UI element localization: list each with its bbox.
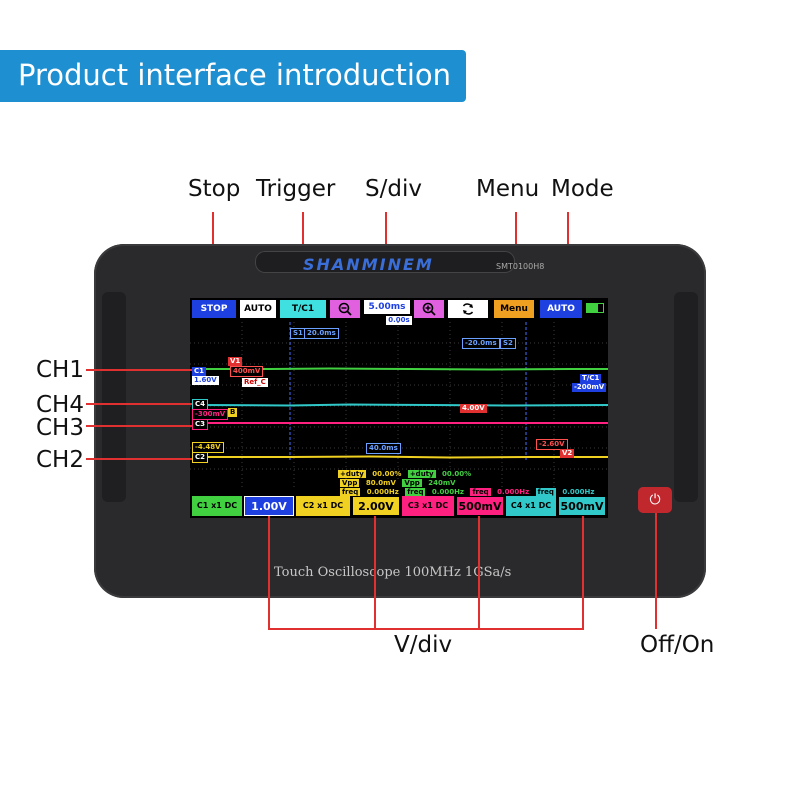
refresh-icon [462,303,474,315]
callout-offon: Off/On [640,632,715,658]
callout-line-vdiv-ch2 [374,516,376,630]
callout-line-ch4 [86,403,192,405]
cursor-delta-time: 40.0ms [366,443,401,454]
trigger-button[interactable]: T/C1 [280,300,326,318]
zoom-out-icon [338,302,352,316]
ch2-settings-button[interactable]: C2 x1 DC [296,496,350,516]
oscilloscope-screen: STOP AUTO T/C1 5.00ms 0.00s Menu AUTO [190,298,608,518]
ch1-offset: 1.60V [192,376,219,385]
device-brand: SHANMINEM [303,255,434,274]
device-right-panel [674,292,698,502]
callout-ch3: CH3 [36,415,84,441]
ch1-marker[interactable]: C1 [192,367,207,376]
ch3-marker[interactable]: C3 [192,419,209,430]
callout-line-vdiv-ch3 [478,516,480,630]
auto-trigger-button[interactable]: AUTO [240,300,276,318]
callout-ch1: CH1 [36,357,84,383]
measurement-row: +duty 00.00% +duty 00.00% [338,470,476,478]
ch1-waveform [202,367,608,371]
ch4-scale-button[interactable]: 500mV [558,496,606,516]
cursor-v2-label[interactable]: V2 [560,449,575,458]
ch1-scale-button[interactable]: 1.00V [244,496,294,516]
callout-line-vdiv-base [268,628,584,630]
reference-label: Ref_C [242,378,268,387]
ch4-settings-button[interactable]: C4 x1 DC [506,496,556,516]
cursor-v1-label[interactable]: V1 [228,357,243,366]
trigger-level: -200mV [572,383,607,392]
cursor-s2-time: -20.0ms [462,338,500,349]
callout-line-vdiv-ch4 [582,516,584,630]
measurement-row: freq 0.000Hz freq 0.000Hz freq 0.000Hz f… [340,488,599,496]
callout-mode: Mode [551,176,614,202]
cursor-b-marker[interactable]: B [228,408,238,417]
callout-ch2: CH2 [36,447,84,473]
ch2-scale-button[interactable]: 2.00V [352,496,400,516]
power-icon: ⏻ [649,492,661,508]
power-button[interactable]: ⏻ [638,487,672,513]
stop-button[interactable]: STOP [192,300,236,318]
callout-line-vdiv-ch1 [268,516,270,630]
ch3-settings-button[interactable]: C3 x1 DC [402,496,454,516]
refresh-button[interactable] [448,300,488,318]
callout-stop: Stop [188,176,241,202]
device-top-strip [255,251,515,273]
trigger-marker[interactable]: T/C1 [580,374,602,383]
menu-button[interactable]: Menu [494,300,534,318]
cursor-s2-label[interactable]: S2 [500,338,516,349]
zoom-in-icon [422,302,436,316]
ch2-waveform [202,455,608,459]
title-banner: Product interface introduction [0,50,466,102]
waveform-grid [190,322,608,488]
callout-trigger: Trigger [256,176,336,202]
ch1-settings-button[interactable]: C1 x1 DC [192,496,242,516]
ch4-level: 4.00V [460,404,487,413]
ch2-marker[interactable]: C2 [192,452,209,463]
callout-line-power [655,513,657,629]
callout-line-ch3 [86,425,192,427]
time-offset-label: 0.00s [386,316,412,325]
device-left-panel [102,292,126,502]
mode-button[interactable]: AUTO [540,300,582,318]
callout-menu: Menu [476,176,540,202]
ch4-waveform [201,403,608,407]
banner-title: Product interface introduction [18,58,452,92]
measurement-row: Vpp 80.0mV Vpp 240mV [340,479,460,487]
zoom-out-button[interactable] [330,300,360,318]
callout-sdiv: S/div [365,176,422,202]
timebase-button[interactable]: 5.00ms [364,300,410,314]
ch2-level: -2.60V [536,439,568,450]
callout-vdiv: V/div [394,632,453,658]
ch3-scale-button[interactable]: 500mV [456,496,504,516]
callout-ch4: CH4 [36,392,84,418]
cursor-s1-time: 20.0ms [304,328,339,339]
device-subtitle: Touch Oscilloscope 100MHz 1GSa/s [274,565,512,580]
ch4-offset: -300mV [192,409,229,420]
zoom-in-button[interactable] [414,300,444,318]
battery-icon [586,303,604,313]
callout-line-ch1 [86,369,192,371]
device-model: SMT0100H8 [496,262,545,271]
callout-line-ch2 [86,458,192,460]
cursor-v1-value: 400mV [230,366,264,377]
